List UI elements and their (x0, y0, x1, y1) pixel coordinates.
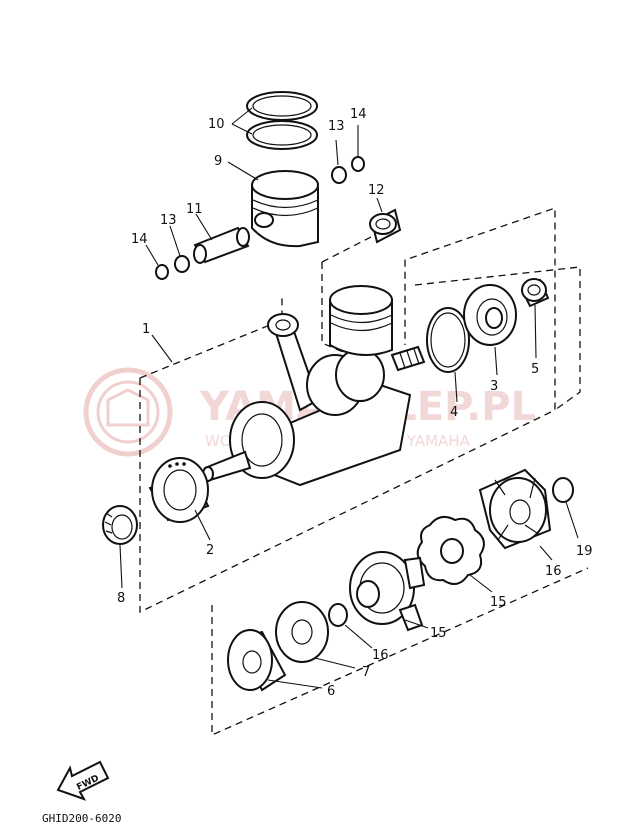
callout-12: 12 (368, 183, 385, 198)
callout-10: 10 (208, 117, 225, 132)
callout-19: 19 (576, 544, 593, 559)
part-18-coupling (478, 468, 552, 550)
callout-3: 3 (490, 379, 498, 394)
callout-4: 4 (450, 405, 458, 420)
callout-15: 15 (430, 626, 447, 641)
leader-lines (119, 107, 579, 689)
callout-11: 11 (186, 202, 203, 217)
part-10-piston-rings (246, 91, 318, 150)
inner-bearing-boundary (414, 266, 581, 411)
drawing-code: GHID200-6020 (42, 812, 121, 825)
callout-1: 1 (142, 322, 150, 337)
part-1-crankshaft (202, 285, 426, 487)
callout-17: 15 (490, 595, 507, 610)
part-12-needle-bearing (369, 208, 402, 244)
callout-13-left: 13 (160, 213, 177, 228)
callout-7: 7 (362, 665, 370, 680)
callout-14-right: 14 (350, 107, 367, 122)
part-6-pulley (227, 629, 287, 692)
callout-13-right: 13 (328, 119, 345, 134)
part-2-bearing (148, 457, 210, 523)
callout-18: 16 (545, 564, 562, 579)
watermark-logo (83, 367, 173, 457)
callout-16: 16 (372, 648, 389, 663)
part-15-rotor-hub (349, 551, 426, 632)
callout-14-left: 14 (131, 232, 148, 247)
part-13-washer-left (174, 255, 190, 273)
fwd-arrow: FWD (56, 760, 110, 801)
part-7-plate (275, 601, 329, 663)
crankshaft-assembly-boundary (139, 207, 556, 614)
callout-6: 6 (327, 684, 335, 699)
part-3-bearing (463, 284, 517, 346)
part-13-washer-right (331, 166, 347, 184)
part-4-circlip (426, 307, 470, 373)
part-9-piston (251, 170, 319, 248)
part-16-washer (328, 603, 348, 627)
callout-2: 2 (206, 543, 214, 558)
part-14-circlip-left (155, 264, 169, 280)
part-8-oil-seal (102, 505, 138, 545)
callouts: 10 9 11 13 14 13 14 12 1 4 3 5 2 8 19 16… (117, 107, 593, 699)
part-11-piston-pin (193, 226, 250, 264)
part-19-washer (552, 477, 574, 503)
part-5-bushing (520, 278, 550, 308)
part-14-circlip-right (351, 156, 365, 172)
part-17-damper (416, 515, 485, 585)
callout-5: 5 (531, 362, 539, 377)
callout-9: 9 (214, 154, 222, 169)
callout-8: 8 (117, 591, 125, 606)
